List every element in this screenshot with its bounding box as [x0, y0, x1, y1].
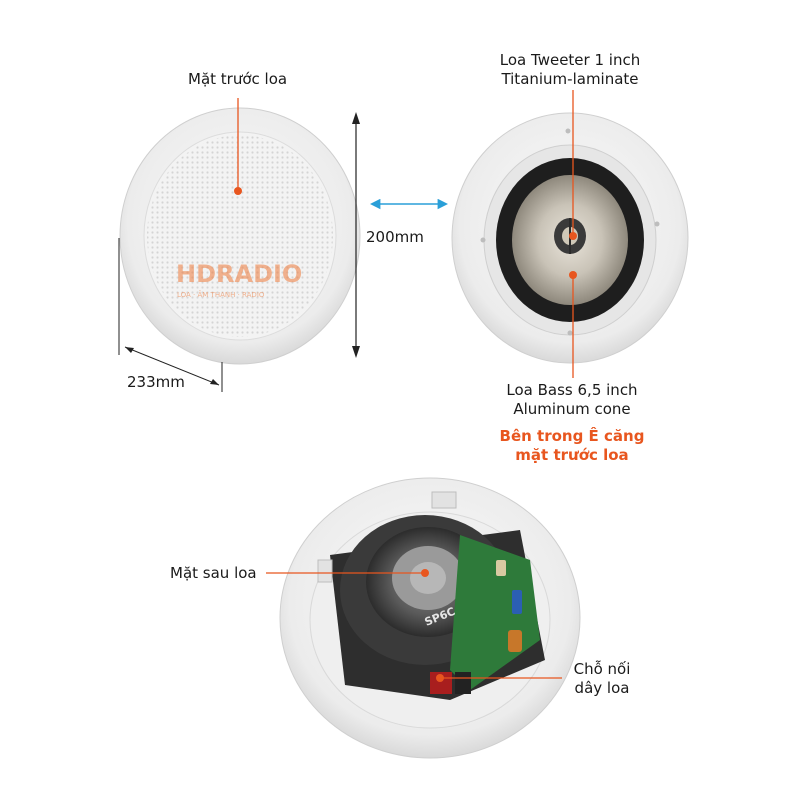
- front-label: Mặt trước loa: [188, 70, 288, 88]
- back-label: Mặt sau loa: [170, 564, 257, 582]
- watermark-logo: HDRADIO LOA · ÂM THANH · RADIO: [176, 260, 302, 299]
- tweeter-label-line2: Titanium-laminate: [501, 70, 639, 88]
- height-dimension: [352, 112, 360, 358]
- inside-label-line2: mặt trước loa: [515, 446, 629, 464]
- diameter-dimension: [118, 238, 223, 392]
- tweeter-label-line1: Loa Tweeter 1 inch: [499, 51, 641, 69]
- connector-label: Chỗ nối dây loa: [566, 660, 638, 698]
- front-speaker: HDRADIO LOA · ÂM THANH · RADIO: [119, 98, 361, 365]
- diameter-label: 233mm: [127, 373, 185, 391]
- connector-label-line2: dây loa: [574, 679, 630, 697]
- inside-label-line1: Bên trong Ê căng: [499, 427, 645, 445]
- tweeter-label: Loa Tweeter 1 inch Titanium-laminate: [490, 51, 650, 89]
- speaker-without-grille: [451, 90, 689, 378]
- bass-label: Loa Bass 6,5 inch Aluminum cone: [494, 381, 650, 419]
- connector-label-line1: Chỗ nối: [573, 660, 631, 678]
- watermark-brand: HDRADIO: [176, 260, 302, 288]
- height-label: 200mm: [366, 228, 424, 246]
- bass-label-line1: Loa Bass 6,5 inch: [506, 381, 638, 399]
- rear-speaker: SP6C: [266, 477, 581, 759]
- inside-label: Bên trong Ê căng mặt trước loa: [490, 427, 654, 465]
- bass-label-line2: Aluminum cone: [513, 400, 631, 418]
- watermark-tagline: LOA · ÂM THANH · RADIO: [177, 290, 265, 299]
